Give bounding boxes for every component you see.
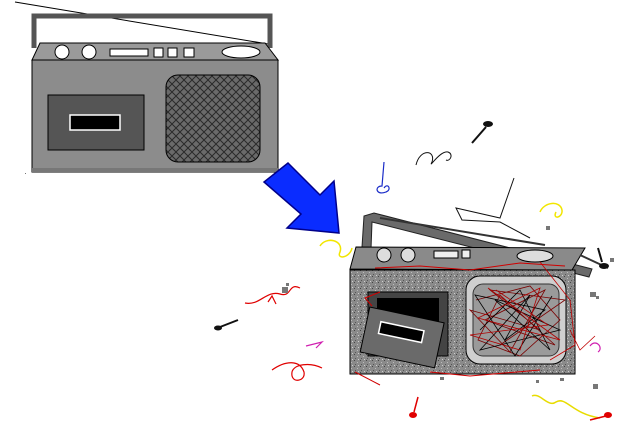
red-pin-icon	[589, 412, 612, 421]
tuning-display	[109, 48, 149, 57]
tuning-knob-broken	[400, 247, 416, 263]
red-pin-icon	[409, 396, 419, 418]
button-broken-1	[461, 249, 471, 259]
tangled-speaker-wires	[468, 261, 596, 361]
red-wire	[267, 294, 277, 305]
blue-wire	[376, 161, 390, 194]
screw-icon	[471, 121, 493, 144]
handle-grip	[221, 45, 261, 59]
tuning-knob[interactable]	[81, 44, 97, 60]
ejected-cassette	[359, 306, 445, 369]
dust-specks	[25, 173, 614, 389]
radio-bottom-edge	[32, 168, 278, 172]
broken-radio	[349, 212, 609, 386]
red-wire	[271, 362, 323, 381]
volume-knob[interactable]	[54, 44, 70, 60]
antenna	[14, 1, 269, 45]
handle-grip-broken	[516, 249, 554, 263]
carry-handle	[31, 13, 273, 48]
loose-red-wire-bottom	[354, 369, 541, 386]
yellow-wire	[531, 394, 601, 419]
tuning-display-broken	[433, 250, 459, 259]
black-wire-zigzag	[455, 177, 531, 239]
screw-icon	[214, 319, 239, 331]
loose-red-wire-left	[364, 291, 381, 307]
debris	[25, 121, 614, 421]
speaker-grill	[165, 74, 261, 163]
play-button[interactable]	[153, 47, 164, 58]
cassette-window	[69, 114, 121, 131]
red-wire	[244, 286, 301, 304]
stop-button[interactable]	[167, 47, 178, 58]
arrow-icon	[262, 161, 340, 234]
eject-button[interactable]	[183, 47, 195, 58]
magenta-wire	[305, 340, 601, 353]
screw-icon	[597, 247, 609, 269]
black-wire-squiggle	[415, 151, 452, 166]
yellow-wire	[539, 202, 563, 218]
intact-radio	[14, 1, 280, 173]
yellow-wire	[319, 239, 353, 258]
loose-red-wire-top	[374, 262, 566, 271]
volume-knob-broken	[376, 247, 392, 263]
